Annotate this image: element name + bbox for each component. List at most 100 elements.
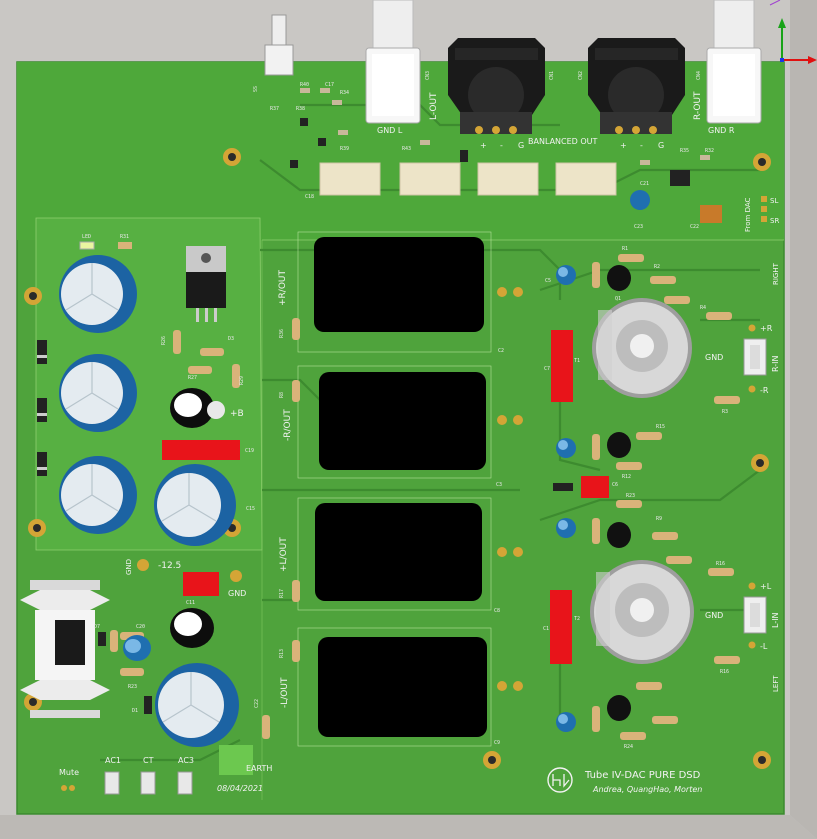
ref-t2: T2	[574, 616, 580, 622]
label-sr: SR	[770, 217, 779, 225]
diode-d1	[144, 696, 152, 714]
ref-c22: C22	[690, 224, 699, 230]
label-gnd-r-in: GND	[705, 353, 723, 362]
label-minus-l-out: -L/OUT	[280, 677, 290, 708]
ref-r38: R38	[296, 106, 305, 112]
vacuum-tube-icon	[592, 298, 692, 398]
label-left: LEFT	[772, 675, 780, 692]
ref-r8: R8	[279, 392, 285, 398]
label-r-out: R-OUT	[693, 91, 703, 120]
label-l-out: L-OUT	[429, 92, 439, 120]
ref-r17: R17	[279, 589, 285, 598]
label-sl: SL	[770, 197, 778, 205]
label-r-in: R-IN	[771, 356, 780, 372]
small-smd-top	[290, 88, 767, 223]
ref-d7: D7	[94, 624, 100, 630]
ref-r34: R34	[340, 90, 349, 96]
ref-r23b: R23	[626, 493, 635, 499]
label-gnd-l: GND L	[377, 126, 403, 135]
label-minus-r-out: -R/OUT	[283, 409, 293, 441]
label-plus-b: +B	[230, 409, 244, 419]
label-plus-r-out: +R/OUT	[278, 270, 288, 306]
ref-c19: C19	[245, 448, 254, 454]
pad-gnd	[230, 570, 242, 582]
ref-r13: R13	[279, 649, 285, 658]
xlr-connector-icon	[588, 38, 685, 134]
outline-c8	[297, 497, 492, 611]
ref-r26: R26	[161, 336, 167, 345]
label-from-dac: From DAC	[744, 197, 752, 232]
ref-r15: R15	[656, 424, 665, 430]
label-xlr-l-g: G	[518, 141, 524, 150]
ref-cn3: CN3	[425, 71, 431, 80]
ref-r29: R29	[239, 376, 245, 385]
ref-q1: Q1	[615, 296, 621, 302]
label-ct: CT	[143, 756, 154, 765]
ref-r40: R40	[300, 82, 309, 88]
ref-c23: C23	[634, 224, 643, 230]
ref-led: LED	[82, 234, 91, 240]
label-earth: EARTH	[246, 764, 272, 773]
ref-r9: R9	[656, 516, 662, 522]
led-indicator	[79, 241, 132, 250]
ref-d3: D3	[228, 336, 234, 342]
ref-c7: C7	[544, 366, 550, 372]
outline-c3	[297, 365, 492, 479]
board-authors: Andrea, QuangHao, Morten	[592, 785, 702, 794]
ref-t1: T1	[574, 358, 580, 364]
ref-cn2: CN2	[578, 71, 584, 80]
label-xlr-r-g: G	[658, 141, 664, 150]
transistors	[607, 265, 631, 721]
ref-c3: C3	[496, 482, 502, 488]
label-plus-r: +R	[760, 324, 773, 333]
film-cap-c6	[581, 476, 609, 498]
output-cap-pads	[497, 287, 523, 691]
earth-pad	[219, 745, 253, 775]
label-gnd-l-in: GND	[705, 611, 723, 620]
heatsink-icon	[20, 580, 110, 718]
label-xlr-r-plus: +	[620, 141, 627, 150]
diodes-left	[37, 340, 47, 476]
ref-c6: C6	[612, 482, 618, 488]
diode-d7	[98, 632, 106, 646]
electrolytic-caps-left	[59, 255, 239, 747]
small-blue-caps	[556, 265, 576, 732]
input-header-r	[743, 338, 767, 376]
ref-r24: R24	[624, 744, 633, 750]
label-mute: Mute	[59, 768, 79, 777]
ref-d1: D1	[132, 708, 138, 714]
label-date: 08/04/2021	[217, 784, 263, 793]
label-gnd-power: GND	[228, 589, 246, 598]
ref-r37: R37	[270, 106, 279, 112]
board-edge-bottom	[0, 815, 817, 839]
label-gnd-neg: GND	[125, 559, 133, 575]
ref-c17: C17	[325, 82, 334, 88]
ref-c8: C8	[494, 608, 500, 614]
resistors-left	[110, 330, 270, 739]
label-l-in: L-IN	[771, 612, 780, 628]
ref-c15: C15	[246, 506, 255, 512]
ac-terminals	[61, 771, 193, 795]
film-cap-c19	[162, 440, 240, 460]
ref-c20: C20	[136, 624, 145, 630]
ref-r39: R39	[340, 146, 349, 152]
label-xlr-l-plus: +	[480, 141, 487, 150]
output-side-resistors	[292, 318, 300, 662]
label-gnd-r: GND R	[708, 126, 735, 135]
output-caps	[314, 237, 487, 737]
pad-neg-12-5	[137, 559, 149, 571]
relays	[319, 162, 617, 196]
rca-connector-icon	[706, 0, 762, 124]
label-ac3: AC3	[178, 756, 194, 765]
ref-c18: C18	[305, 194, 314, 200]
label-right: RIGHT	[772, 262, 780, 285]
ref-c1: C1	[543, 626, 549, 632]
ref-r2: R2	[654, 264, 660, 270]
board-title: Tube IV-DAC PURE DSD	[584, 770, 701, 781]
label-balanced-out: BANLANCED OUT	[528, 137, 598, 146]
label-minus-r: -R	[760, 386, 769, 395]
ref-r43: R43	[402, 146, 411, 152]
label-plus-l: +L	[760, 582, 772, 591]
ref-r23: R23	[128, 684, 137, 690]
